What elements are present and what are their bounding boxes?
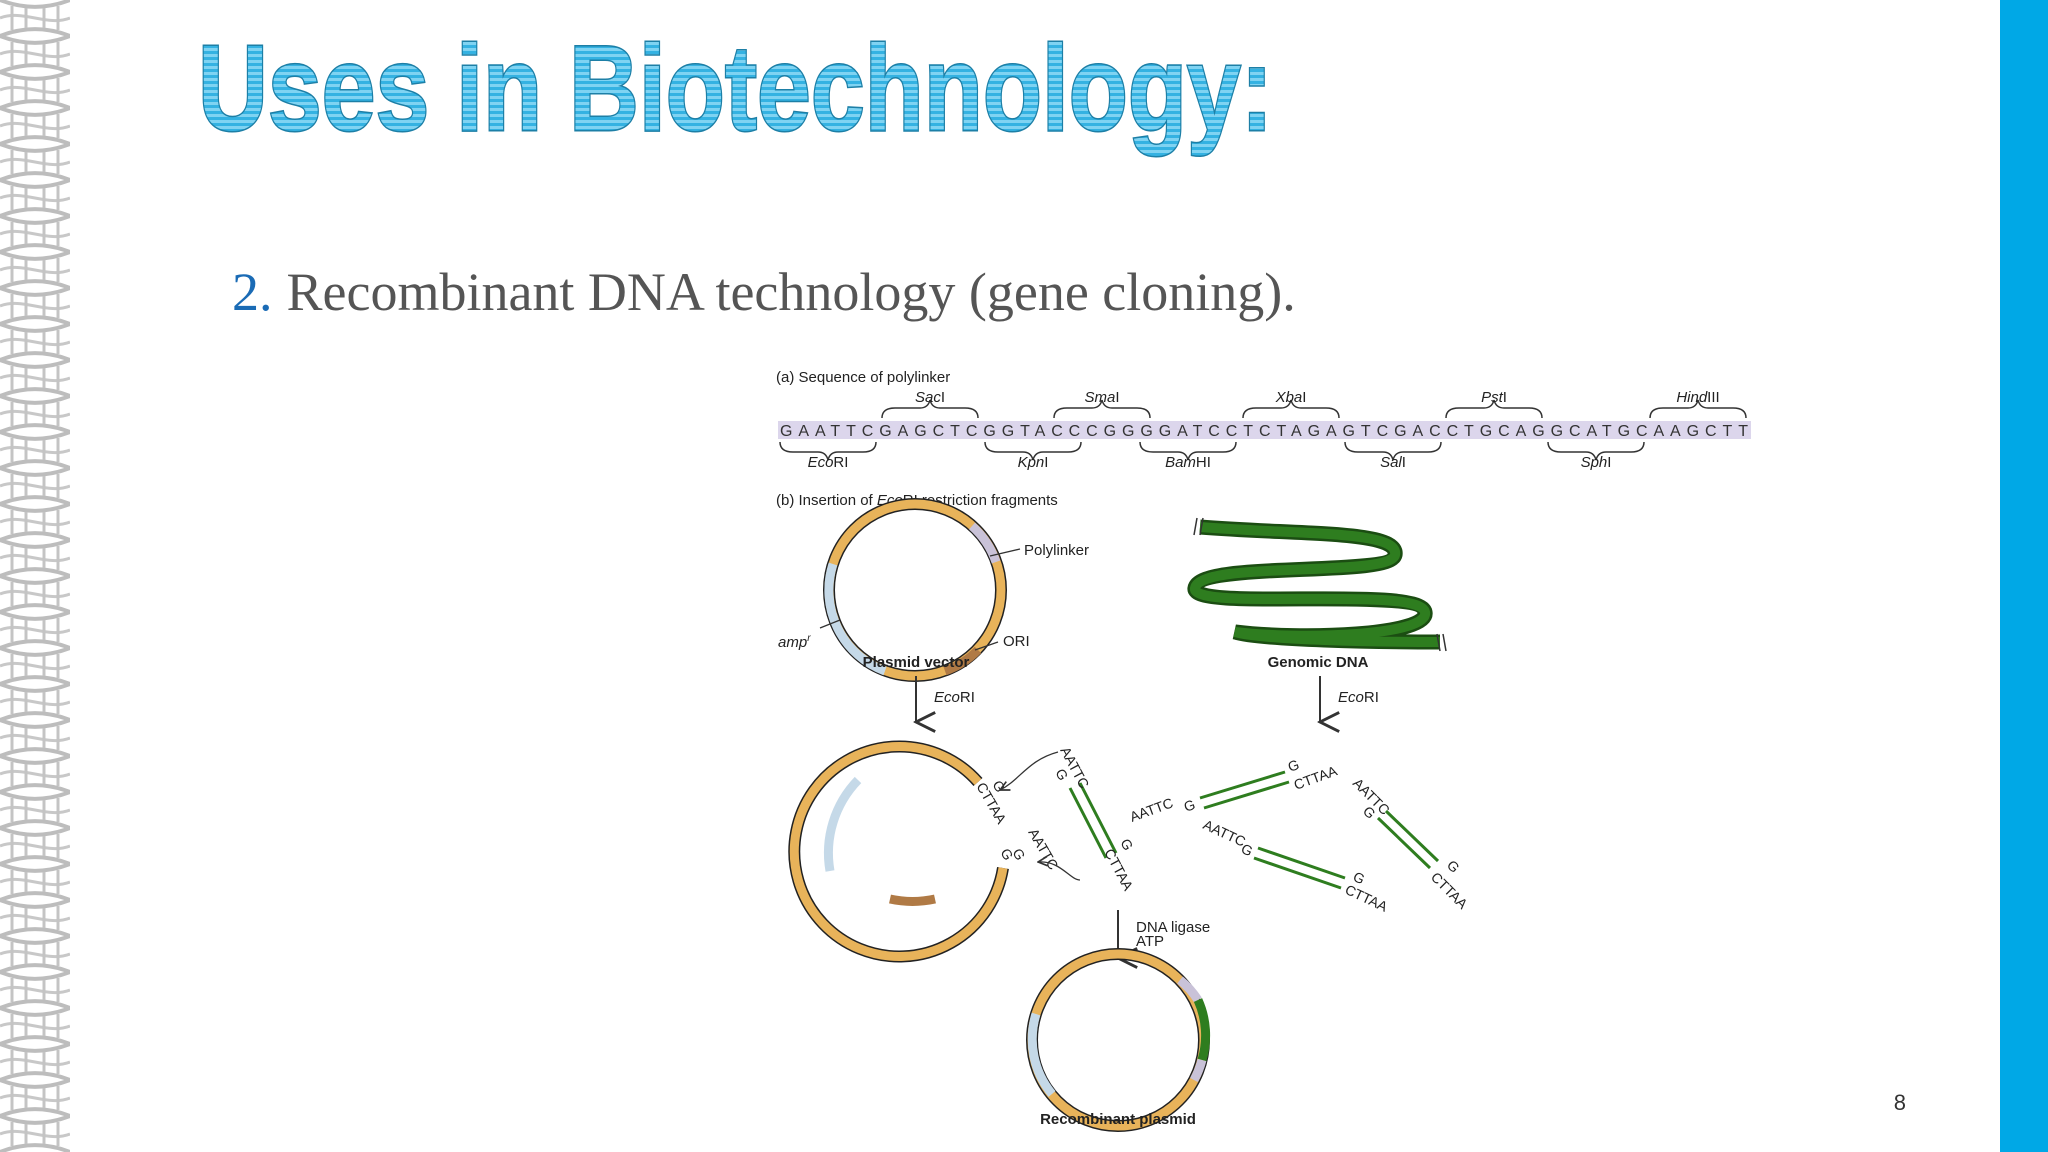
site-label-sphi: SphI [1581,454,1612,471]
polylinker-sequence: GAATTCGAGCTCGGTACCCGGGGATCCTCTAGAGTCGACC… [780,423,1748,440]
polylinker-pointer [989,548,1021,557]
bullet-text: Recombinant DNA technology (gene cloning… [287,262,1296,322]
svg-text:G: G [1117,836,1136,853]
site-label-psti: PstI [1481,389,1507,406]
site-label-saci: SacI [915,389,945,406]
site-label-kpni: KpnI [1018,454,1049,471]
svg-text:AATTC: AATTC [1128,794,1176,824]
dna-fragment-3: AATTC G G CTTAA [1201,816,1391,915]
svg-text:G: G [1444,857,1463,876]
genomic-dna-label: Genomic DNA [1268,654,1369,671]
insertion-arrow-top [1000,751,1059,790]
sites-below-braces [779,441,1645,461]
dna-fragment-2: AATTC G G CTTAA [1128,756,1340,825]
bullet-number: 2. [232,262,273,322]
amp-label: ampr [778,633,811,651]
genomic-dna [1187,517,1447,652]
polylinker-label: Polylinker [1024,542,1089,559]
site-label-smai: SmaI [1084,389,1119,406]
cut-plasmid-ends: G CTTAA AATTC G G [973,778,1061,873]
svg-text:G: G [1286,756,1302,775]
dna-border-decoration [0,0,70,1152]
svg-text:CTTAA: CTTAA [1428,869,1471,912]
atp-label: ATP [1136,933,1164,950]
ligase-label: DNA ligase [1136,919,1210,936]
plasmid-vector-label: Plasmid vector [863,654,970,671]
site-label-hindiii: HindIII [1676,389,1719,406]
cut-plasmid [788,740,1009,963]
sites-above-braces [881,399,1747,419]
part-a-label: (a) Sequence of polylinker [776,369,950,386]
gene-cloning-figure: (a) Sequence of polylinker GAATTCGAGCTCG… [776,369,1751,1132]
amp-pointer [819,619,841,629]
site-label-ecori: EcoRI [808,454,849,471]
insertion-arrow-bottom [1038,862,1081,881]
svg-text:G: G [1052,766,1071,783]
svg-text:CTTAA: CTTAA [1343,881,1391,915]
ecori-label-right: EcoRI [1338,689,1379,706]
svg-text:AATTC: AATTC [1201,816,1248,849]
site-label-bamhi: BamHI [1165,454,1211,471]
site-label-xbai: XbaI [1275,389,1307,406]
recombinant-plasmid-label: Recombinant plasmid [1040,1111,1196,1128]
accent-bar [2000,0,2048,1152]
recombinant-plasmid [1026,948,1211,1132]
svg-text:G: G [1182,796,1198,815]
ori-label: ORI [1003,633,1030,650]
page-number: 8 [1894,1090,1906,1115]
bullet-item: 2.Recombinant DNA technology (gene cloni… [232,262,1296,322]
site-label-sali: SalI [1380,454,1406,471]
slide-title: Uses in Biotechnology: [198,20,1273,156]
ori-pointer [974,641,999,651]
sequence-highlight [778,421,1751,439]
svg-text:CTTAA: CTTAA [1101,846,1136,894]
ecori-label-left: EcoRI [934,689,975,706]
